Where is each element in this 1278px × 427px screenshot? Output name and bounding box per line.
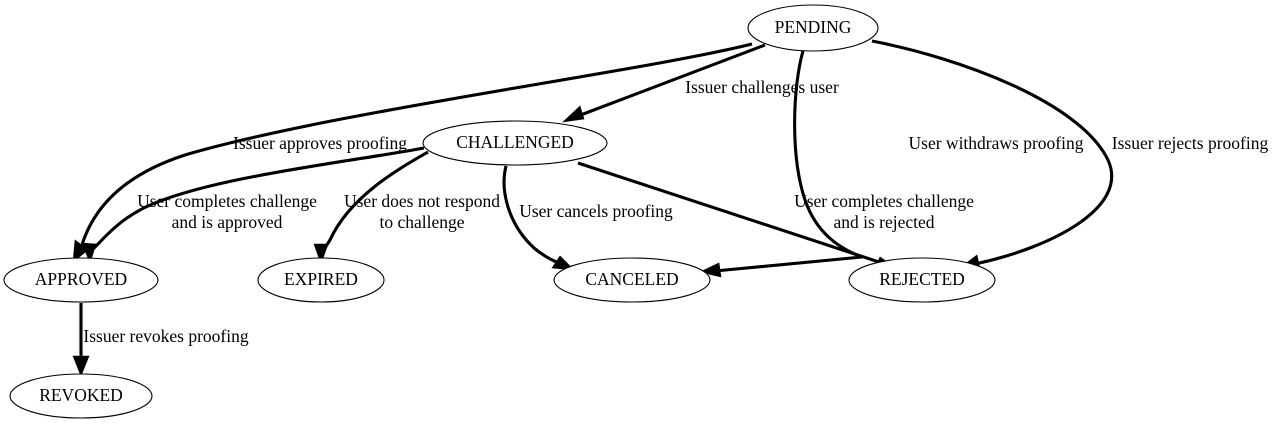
edge-path-pending-rejected [871,39,1114,266]
node-challenged[interactable]: CHALLENGED [422,120,608,166]
node-expired-label: EXPIRED [284,269,358,289]
node-revoked-ellipse [9,373,153,419]
node-canceled-label: CANCELED [585,269,678,289]
edge-path-pending-canceled [793,50,863,259]
edge-label-pending-canceled: User withdraws proofing [909,133,1084,153]
node-revoked[interactable]: REVOKED [9,373,153,419]
node-challenged-ellipse [422,120,608,166]
edge-label-challenged-expired-line1: User does not respond [344,191,500,211]
node-approved[interactable]: APPROVED [3,257,159,303]
node-pending[interactable]: PENDING [747,4,879,52]
edge-label-pending-approved: Issuer approves proofing [233,133,407,153]
edge-pending-challenged[interactable] [562,43,766,123]
node-revoked-label: REVOKED [39,385,123,405]
edge-label-challenged-rejected-line1: User completes challenge [794,191,974,211]
arrowhead-pending-approved [72,239,89,263]
edge-path-pending-approved [78,42,753,253]
node-rejected-label: REJECTED [879,269,965,289]
arrowhead-pending-challenged [562,105,585,123]
edge-challenged-approved[interactable] [81,146,425,264]
edge-label-challenged-rejected-line2: and is rejected [833,212,934,232]
node-pending-label: PENDING [775,17,852,37]
edge-path-challenged-canceled [502,165,565,267]
edge-path-pending-challenged [577,43,766,118]
edge-path-challenged-rejected [577,161,883,265]
arrowhead-pending-canceled [699,262,722,278]
edge-pending-rejected[interactable] [871,39,1114,270]
edge-path-pending-canceled-tail [714,255,863,273]
edge-label-challenged-approved-line1: User completes challenge [137,191,317,211]
edge-label-challenged-approved: User completes challenge and is approved [137,191,317,232]
arrowhead-challenged-approved [81,242,97,264]
node-expired[interactable]: EXPIRED [257,257,385,303]
edge-label-approved-revoked: Issuer revokes proofing [83,326,248,346]
edge-label-challenged-rejected: User completes challenge and is rejected [794,191,974,232]
edge-pending-approved[interactable] [72,42,753,263]
node-pending-ellipse [747,4,879,52]
edge-label-challenged-expired-line2: to challenge [379,212,464,232]
node-rejected-ellipse [848,257,996,303]
arrowhead-challenged-canceled [551,255,575,271]
edge-challenged-canceled[interactable] [502,165,575,271]
node-expired-ellipse [257,257,385,303]
node-canceled[interactable]: CANCELED [553,257,711,303]
edge-path-challenged-approved [87,146,425,255]
edge-approved-revoked[interactable] [72,303,90,377]
node-approved-label: APPROVED [35,269,127,289]
edge-pending-canceled[interactable] [699,50,863,278]
node-challenged-label: CHALLENGED [456,132,574,152]
edge-challenged-expired[interactable] [313,150,429,265]
edge-label-pending-challenged: Issuer challenges user [685,77,839,97]
node-approved-ellipse [3,257,159,303]
edge-label-challenged-expired: User does not respond to challenge [344,191,500,232]
node-rejected[interactable]: REJECTED [848,257,996,303]
arrowhead-challenged-expired [313,243,329,265]
edge-label-challenged-canceled: User cancels proofing [519,201,673,221]
edge-label-pending-rejected: Issuer rejects proofing [1112,133,1269,153]
arrowhead-approved-revoked [72,355,90,377]
edge-label-challenged-approved-line2: and is approved [172,212,283,232]
node-canceled-ellipse [553,257,711,303]
